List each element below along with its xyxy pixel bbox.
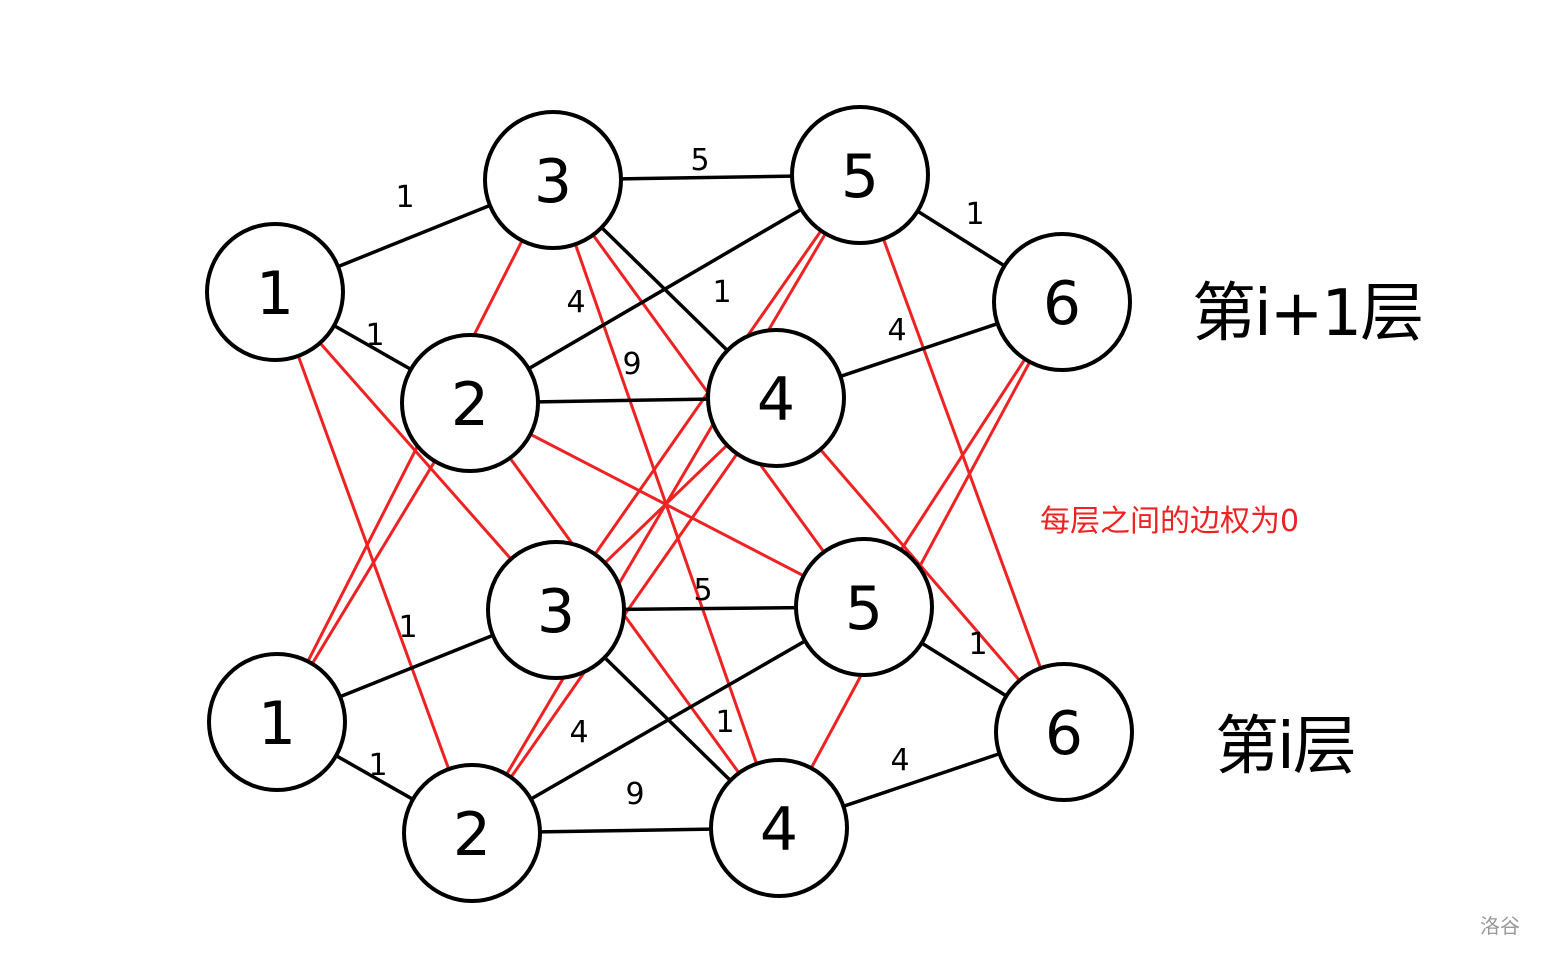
upper-node-6 bbox=[992, 232, 1132, 372]
lower-edge-weight-label: 1 bbox=[398, 610, 417, 645]
lower-edge-weight-label: 9 bbox=[625, 777, 644, 812]
upper-edge-weight-label: 1 bbox=[365, 318, 384, 353]
upper-node-label: 3 bbox=[534, 147, 572, 217]
lower-node-label: 6 bbox=[1045, 699, 1083, 769]
upper-node-4 bbox=[706, 328, 846, 468]
inter-layer-weight-note: 每层之间的边权为0 bbox=[1040, 504, 1300, 539]
lower-node-label: 2 bbox=[453, 800, 491, 870]
lower-node-label: 3 bbox=[537, 577, 575, 647]
upper-node-1 bbox=[205, 222, 345, 362]
upper-node-label: 6 bbox=[1043, 269, 1081, 339]
upper-node-label: 1 bbox=[256, 259, 294, 329]
upper-node-label: 4 bbox=[757, 365, 795, 435]
upper-edge-weight-label: 1 bbox=[395, 180, 414, 215]
watermark: 洛谷 bbox=[1480, 914, 1520, 938]
upper-edge-weight-label: 4 bbox=[566, 285, 585, 320]
upper-node-3 bbox=[483, 110, 623, 250]
upper-edge-weight-label: 9 bbox=[622, 347, 641, 382]
lower-edge-weight-label: 4 bbox=[569, 715, 588, 750]
lower-edge-weight-label: 1 bbox=[715, 705, 734, 740]
inter-layer-edge-3-1 bbox=[275, 179, 555, 723]
upper-edge-weight-label: 1 bbox=[712, 275, 731, 310]
lower-edge-weight-label: 4 bbox=[890, 743, 909, 778]
inter-layer-edge-6-4 bbox=[777, 301, 1064, 829]
lower-node-label: 4 bbox=[760, 795, 798, 865]
lower-node-3 bbox=[486, 540, 626, 680]
lower-node-6 bbox=[994, 662, 1134, 802]
lower-edge-weight-label: 1 bbox=[968, 627, 987, 662]
upper-layer-label: 第i+1层 bbox=[1192, 277, 1424, 351]
lower-layer-label: 第i层 bbox=[1215, 710, 1357, 784]
lower-edge-weight-label: 1 bbox=[368, 748, 387, 783]
upper-node-label: 5 bbox=[841, 142, 879, 212]
lower-node-2 bbox=[402, 763, 542, 903]
lower-node-5 bbox=[794, 537, 934, 677]
lower-edge-weight-label: 5 bbox=[693, 573, 712, 608]
upper-edge-weight-label: 1 bbox=[965, 197, 984, 232]
upper-node-5 bbox=[790, 105, 930, 245]
lower-node-4 bbox=[709, 758, 849, 898]
lower-node-label: 5 bbox=[845, 574, 883, 644]
upper-node-label: 2 bbox=[451, 370, 489, 440]
lower-node-label: 1 bbox=[258, 689, 296, 759]
upper-node-2 bbox=[400, 333, 540, 473]
lower-node-1 bbox=[207, 652, 347, 792]
upper-edge-weight-label: 5 bbox=[690, 143, 709, 178]
upper-edge-weight-label: 4 bbox=[887, 313, 906, 348]
